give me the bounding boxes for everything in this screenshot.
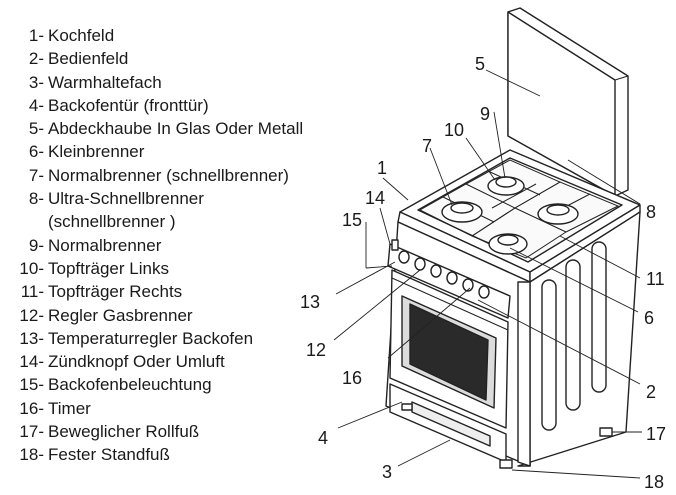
burner-rear-left [441, 201, 483, 223]
callout-6: 6 [644, 308, 654, 328]
legend-number: 4- [28, 95, 44, 115]
legend-item-7: 7-Normalbrenner (schnellbrenner) [8, 164, 303, 187]
legend-label: Warmhaltefach [48, 72, 162, 92]
callout-5: 5 [475, 54, 485, 74]
legend-label: Normalbrenner [48, 235, 162, 255]
legend-number: 5- [28, 119, 44, 139]
legend-label: Bedienfeld [48, 49, 129, 69]
fixed-foot [499, 459, 513, 469]
legend-number: 15- [19, 375, 44, 395]
legend-item-5: 5-Abdeckhaube In Glas Oder Metall [8, 117, 303, 140]
legend-number: 18- [19, 445, 44, 465]
legend-label: Normalbrenner (schnellbrenner) [48, 165, 289, 185]
legend-number: 7- [28, 165, 44, 185]
callout-8: 8 [646, 202, 656, 222]
legend-label: Abdeckhaube In Glas Oder Metall [48, 119, 304, 139]
legend-label: Backofentür (fronttür) [48, 95, 209, 115]
control-knob [398, 250, 410, 264]
control-knob [430, 264, 442, 278]
legend-item-18: 18-Fester Standfuß [8, 443, 303, 466]
control-knob [414, 257, 426, 271]
legend-number: 14- [19, 352, 44, 372]
legend-label: Ultra-Schnellbrenner [48, 189, 204, 209]
lid [507, 7, 629, 197]
callout-2: 2 [646, 382, 656, 402]
legend-item-17: 17-Beweglicher Rollfuß [8, 420, 303, 443]
callout-13: 13 [300, 292, 320, 312]
legend-number: 17- [19, 422, 44, 442]
legend-number: 10- [19, 258, 44, 278]
control-panel [387, 239, 511, 319]
legend-number: 6- [28, 142, 44, 162]
legend-number: 1- [28, 26, 44, 45]
legend-item-2: 2-Bedienfeld [8, 47, 303, 70]
callout-15: 15 [342, 210, 362, 230]
legend-item-1: 1-Kochfeld [8, 24, 303, 47]
callout-3: 3 [382, 462, 392, 482]
callout-4: 4 [318, 428, 328, 448]
control-knob [462, 278, 474, 292]
legend-item-16: 16-Timer [8, 397, 303, 420]
callout-17: 17 [646, 424, 666, 444]
legend-number: 16- [19, 398, 44, 418]
ignition-button [391, 239, 399, 251]
callout-11: 11 [646, 269, 665, 289]
legend-item-10: 10-Topfträger Links [8, 257, 303, 280]
legend-number: 3- [28, 72, 44, 92]
callout-12: 12 [306, 340, 326, 360]
legend-label: Topfträger Links [48, 258, 169, 278]
legend-item-6: 6-Kleinbrenner [8, 140, 303, 163]
legend-label: Zündknopf Oder Umluft [48, 352, 225, 372]
side-panel [541, 241, 607, 431]
control-knob [446, 271, 458, 285]
legend-label: Beweglicher Rollfuß [48, 422, 200, 442]
legend-label: Kochfeld [48, 26, 115, 45]
legend-item-4: 4-Backofentür (fronttür) [8, 94, 303, 117]
callout-18: 18 [644, 472, 664, 492]
callout-10: 10 [444, 120, 464, 140]
legend-label: Fester Standfuß [48, 445, 170, 465]
legend-number: 12- [19, 305, 44, 325]
legend-item-11: 11-Topfträger Rechts [8, 280, 303, 303]
legend-item-9: 9-Normalbrenner [8, 234, 303, 257]
parts-legend: 1-Kochfeld 2-Bedienfeld 3-Warmhaltefach … [8, 24, 303, 467]
legend-label: Temperaturregler Backofen [48, 328, 254, 348]
legend-item-12: 12-Regler Gasbrenner [8, 304, 303, 327]
leader-lines [333, 69, 642, 479]
legend-label: Timer [48, 398, 91, 418]
oven-door [389, 269, 509, 429]
legend-label: Topfträger Rechts [48, 282, 183, 302]
legend-number: 8- [28, 189, 44, 209]
legend-label: Backofenbeleuchtung [48, 375, 212, 395]
legend-item-3: 3-Warmhaltefach [8, 71, 303, 94]
legend-number: 11- [20, 282, 44, 302]
control-knob [478, 285, 490, 299]
burner-front-left [488, 233, 528, 255]
legend-label: (schnellbrenner ) [48, 212, 176, 232]
legend-item-8: 8-Ultra-Schnellbrenner [8, 187, 303, 210]
legend-label: Kleinbrenner [48, 142, 145, 162]
callout-9: 9 [480, 104, 490, 124]
callout-14: 14 [365, 188, 385, 208]
legend-label: Regler Gasbrenner [48, 305, 193, 325]
callout-1: 1 [377, 158, 387, 178]
castor-foot [599, 427, 613, 437]
legend-item-13: 13-Temperaturregler Backofen [8, 327, 303, 350]
burner-front-right [537, 203, 579, 225]
legend-number: 2- [28, 49, 44, 69]
callout-7: 7 [422, 136, 432, 156]
legend-item-8-continued: (schnellbrenner ) [8, 210, 303, 233]
legend-item-14: 14-Zündknopf Oder Umluft [8, 350, 303, 373]
callout-16: 16 [342, 368, 362, 388]
legend-number: 13- [19, 328, 44, 348]
legend-number: 9- [28, 235, 44, 255]
legend-item-15: 15-Backofenbeleuchtung [8, 373, 303, 396]
burner-rear-right [487, 176, 525, 196]
